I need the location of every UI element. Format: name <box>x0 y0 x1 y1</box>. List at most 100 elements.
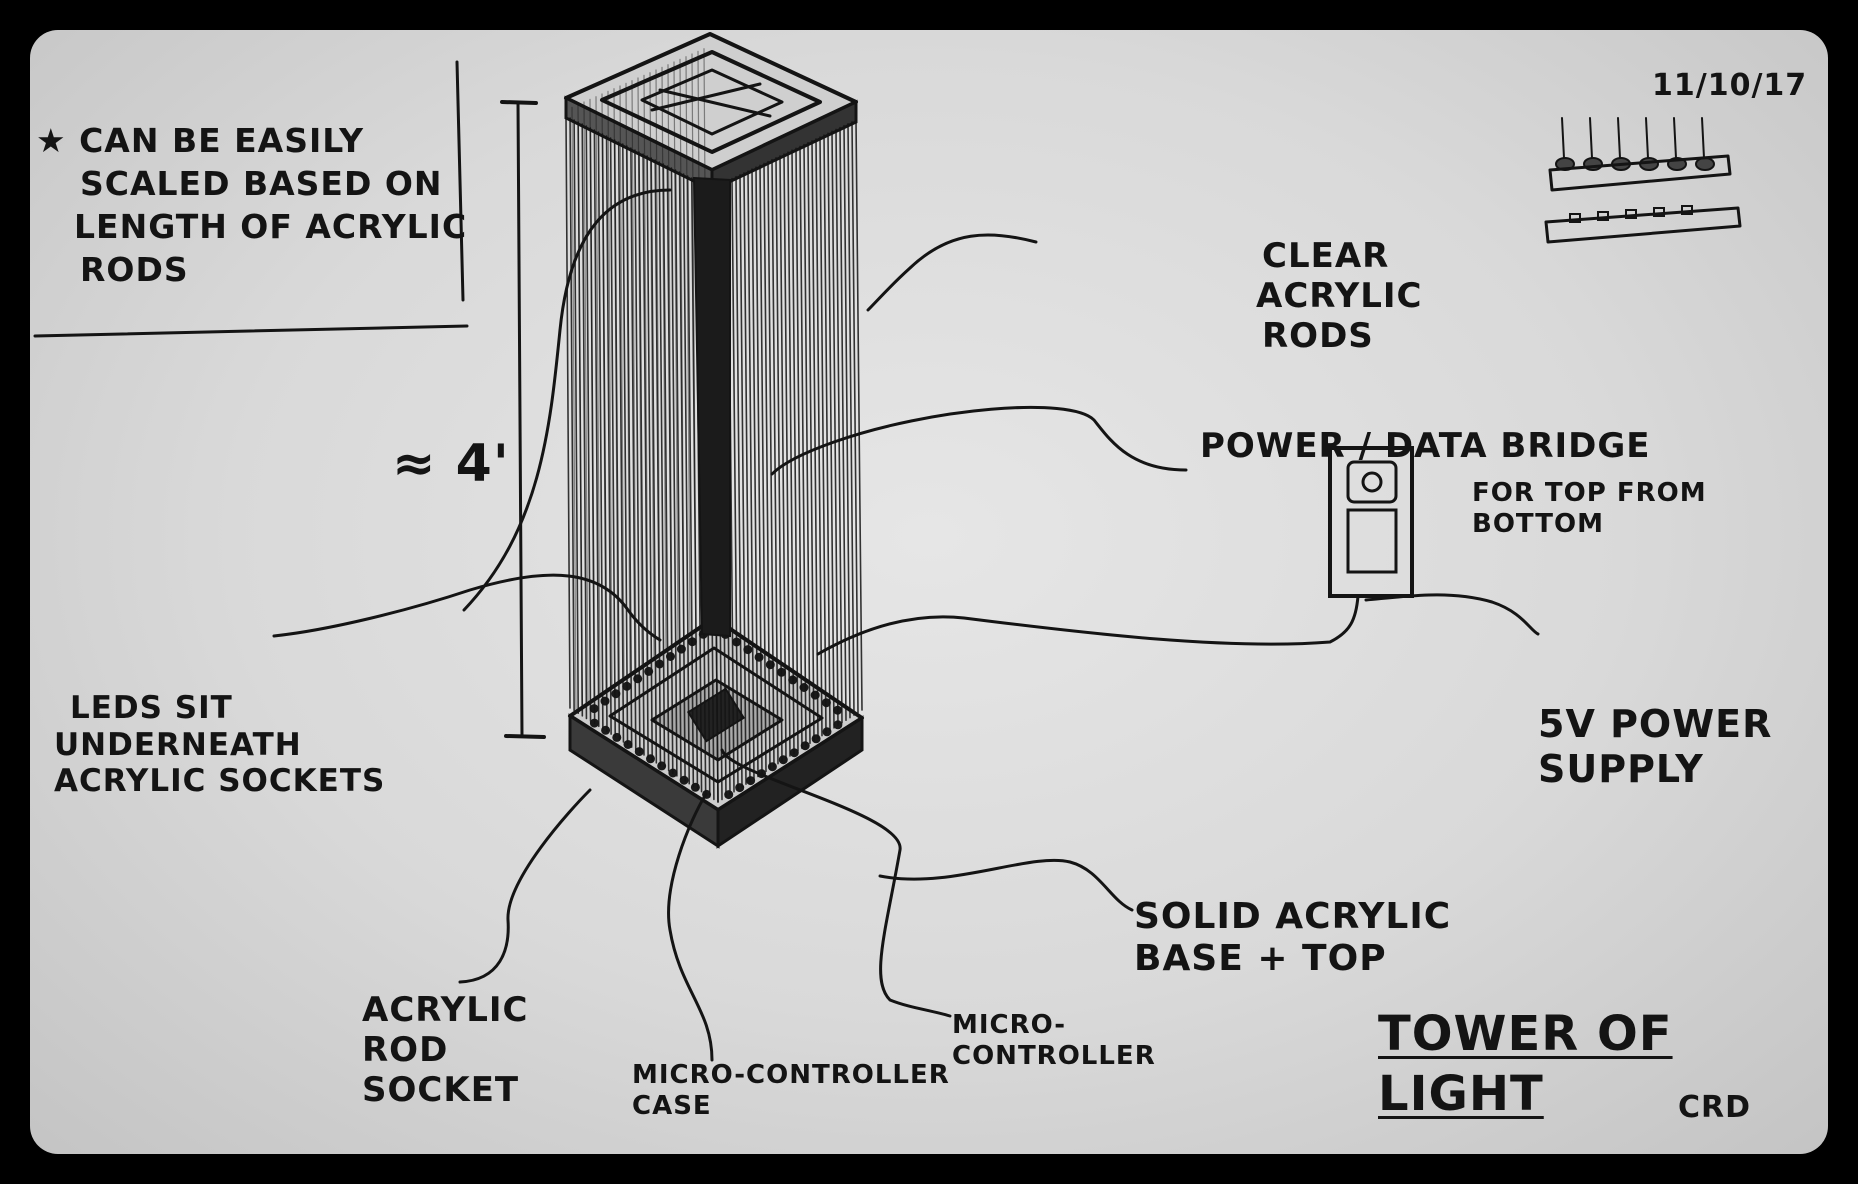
acrylic-rod <box>767 160 775 768</box>
acrylic-rod <box>662 163 670 772</box>
side-sketch-rod <box>1617 117 1621 159</box>
acrylic-rod <box>775 156 783 762</box>
acrylic-rod <box>679 58 685 640</box>
side-sketch-rod <box>1589 117 1593 159</box>
acrylic-rod <box>625 82 631 676</box>
acrylic-rod <box>847 122 855 716</box>
power-bridge-label: POWER / DATA BRIDGE <box>1200 426 1651 466</box>
clear-rods-line: CLEAR <box>1262 236 1390 276</box>
mc-case-line: MICRO-CONTROLLER <box>632 1060 950 1090</box>
top-frame-inner <box>640 68 784 136</box>
base-top-label: SOLID ACRYLIC BASE + TOP <box>1134 896 1451 981</box>
mc-line: CONTROLLER <box>952 1040 1156 1071</box>
acrylic-rod <box>791 149 799 752</box>
acrylic-rod <box>735 175 743 788</box>
wall-outlet <box>1328 446 1414 598</box>
acrylic-rod <box>661 66 667 652</box>
side-sketch-rod <box>1645 117 1649 159</box>
date-label: 11/10/17 <box>1652 68 1808 103</box>
leader-power-bridge <box>770 405 1188 476</box>
acrylic-rod <box>593 129 600 728</box>
side-sketch-rod <box>1561 117 1565 159</box>
acrylic-rod <box>634 149 641 754</box>
acrylic-rod <box>807 141 815 742</box>
power-bridge-sub: FOR TOP FROM BOTTOM <box>1472 478 1707 540</box>
acrylic-rod <box>803 143 811 745</box>
acrylic-rod <box>601 93 607 693</box>
leader-mc-case <box>667 792 714 1062</box>
acrylic-rod <box>811 139 819 739</box>
clear-rods-line: RODS <box>1262 316 1374 357</box>
initials: CRD <box>1678 1090 1752 1125</box>
power-bridge-line: POWER / DATA BRIDGE <box>1200 426 1651 466</box>
acrylic-rod <box>581 123 588 720</box>
acrylic-rod <box>731 177 739 791</box>
acrylic-rod <box>855 119 863 711</box>
note-bracket-line <box>33 324 469 338</box>
side-sketch-chip <box>1625 209 1637 219</box>
rod-socket-line: SOCKET <box>362 1070 520 1111</box>
power-data-bridge <box>692 176 731 638</box>
acrylic-rod <box>839 126 847 722</box>
side-sketch-board <box>1544 206 1742 244</box>
power-supply-line: SUPPLY <box>1538 746 1704 791</box>
acrylic-rod <box>617 141 625 743</box>
acrylic-rod <box>597 131 604 730</box>
acrylic-rod <box>565 115 571 709</box>
acrylic-rod <box>667 64 673 648</box>
acrylic-rod <box>843 124 851 719</box>
acrylic-rod <box>851 121 859 714</box>
scaling-note-line: ★ CAN BE EASILY <box>36 121 365 160</box>
acrylic-rod <box>691 53 697 631</box>
power-plug <box>1346 508 1398 574</box>
acrylic-rod <box>827 132 835 729</box>
acrylic-rod <box>577 104 583 709</box>
side-sketch-rod <box>1701 117 1705 159</box>
acrylic-rod <box>751 168 759 778</box>
leds-line: UNDERNEATH <box>54 726 302 763</box>
acrylic-rod <box>686 175 695 788</box>
acrylic-rod <box>637 77 643 668</box>
title-line: LIGHT <box>1378 1066 1544 1122</box>
acrylic-rod <box>835 128 843 724</box>
rod-socket-line: ROD <box>362 1030 449 1071</box>
mc-line: MICRO- <box>952 1010 1067 1040</box>
rod-socket-line: ACRYLIC <box>362 990 529 1030</box>
socket-hole <box>679 775 689 785</box>
scaling-note: ★ CAN BE EASILY SCALED BASED ON LENGTH O… <box>36 120 467 292</box>
sketch-paper: 11/10/17 ★ CAN BE EASILY SCALED BASED ON… <box>30 30 1828 1154</box>
acrylic-rod <box>743 172 751 783</box>
leader-power-supply <box>1364 593 1540 636</box>
acrylic-rod <box>654 159 662 767</box>
base-top-line: SOLID ACRYLIC <box>1134 896 1452 937</box>
acrylic-rod <box>690 177 699 790</box>
acrylic-rod <box>674 169 682 780</box>
leds-label: LEDS SIT UNDERNEATH ACRYLIC SOCKETS <box>54 690 385 800</box>
acrylic-rod <box>771 158 779 765</box>
acrylic-rod <box>666 165 674 775</box>
height-dimension-line <box>516 100 524 738</box>
acrylic-rod <box>595 96 601 697</box>
acrylic-rod <box>642 153 649 759</box>
side-sketch-strip <box>1548 154 1732 192</box>
clear-rods-line: ACRYLIC <box>1256 276 1423 317</box>
acrylic-rod <box>650 157 658 764</box>
side-sketch-chip <box>1597 211 1609 221</box>
acrylic-rod <box>583 101 589 705</box>
leader-mc <box>720 748 952 1018</box>
scaling-note-line: SCALED BASED ON <box>80 163 443 203</box>
acrylic-rod <box>621 143 629 746</box>
acrylic-rod <box>658 161 666 769</box>
outlet-socket <box>1346 460 1398 504</box>
socket-hole <box>811 734 821 744</box>
acrylic-rod <box>589 98 595 701</box>
title-line: TOWER OF <box>1378 1006 1673 1062</box>
acrylic-rod <box>638 151 645 756</box>
acrylic-rod <box>759 164 767 773</box>
top-frame-inner <box>600 50 822 154</box>
acrylic-rod <box>609 137 617 738</box>
power-bridge-line: FOR TOP FROM <box>1472 478 1707 508</box>
mc-case-label: MICRO-CONTROLLER CASE <box>632 1060 950 1121</box>
height-dimension-tick <box>504 734 546 739</box>
leader-leds <box>272 573 662 642</box>
